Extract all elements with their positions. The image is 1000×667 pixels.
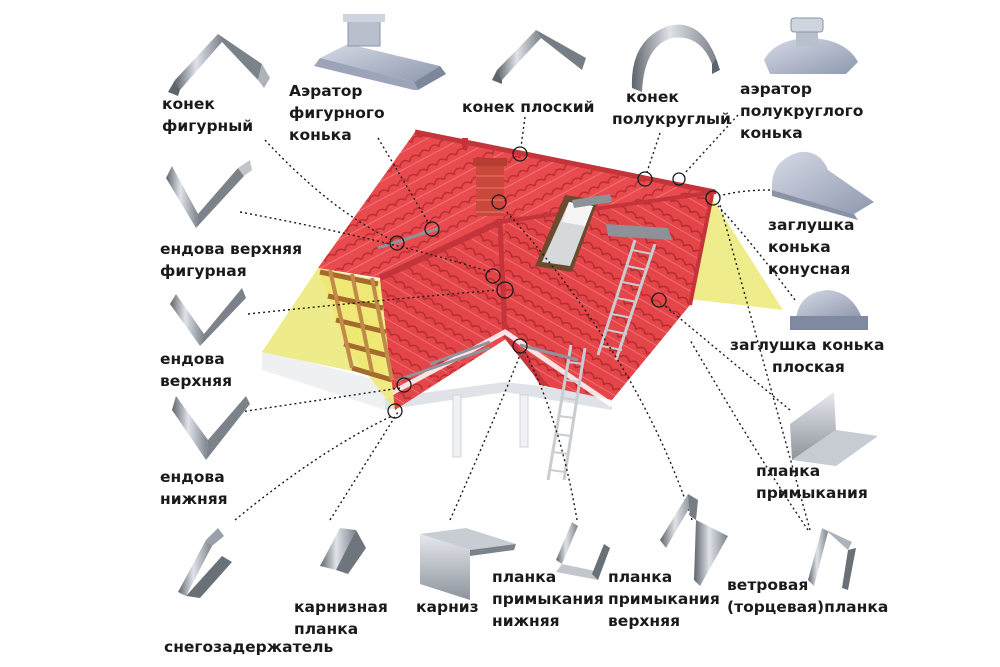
marker-endova-verh-fig: [485, 268, 501, 284]
label-planka-prim-nizhnyaya: планка примыкания нижняя: [492, 568, 604, 630]
planka-prim-verh-icon: [660, 494, 728, 586]
label-snegozaderzhatel: снегозадержатель: [164, 638, 334, 656]
planka-primykaniya-icon: [790, 392, 878, 466]
endova-nizhnyaya-icon: [172, 396, 250, 460]
roof-frame: [318, 268, 395, 410]
marker-aerator-polukrugly: [672, 172, 686, 186]
label-endova-verhnyaya-figurnaya: ендова верхняя фигурная: [160, 240, 303, 280]
konek-polukrugly-icon: [631, 24, 720, 93]
label-aerator-figurnogo: Аэратор фигурного конька: [289, 82, 385, 144]
vetrovaya-planka-icon: [808, 528, 856, 590]
skylight: [535, 195, 598, 272]
label-karniznaya-planka: карнизная планка: [294, 598, 388, 638]
roof-ladder: [546, 239, 657, 481]
label-zaglushka-konusnaya: заглушка конька конусная: [768, 216, 855, 278]
label-konek-figurny: конек фигурный: [162, 95, 254, 135]
marker-planka-prim-nizh: [512, 338, 528, 354]
leader-lines: [234, 114, 811, 531]
planka-prim-nizh-icon: [556, 522, 610, 580]
house-roof: [262, 129, 783, 481]
label-planka-primykaniya: планка примыкания: [756, 462, 868, 502]
marker-konek-polukrugly: [637, 171, 653, 187]
marker-planka-prim-verh: [491, 194, 507, 210]
label-endova-verhnyaya: ендова верхняя: [160, 350, 233, 390]
label-planka-prim-verhnyaya: планка примыкания верхняя: [608, 568, 720, 630]
karniz-icon: [420, 528, 516, 600]
marker-konek-ploskiy: [512, 146, 528, 162]
marker-zaglushka-konusnaya: [705, 190, 721, 206]
konek-figurny-icon: [168, 34, 270, 96]
marker-konek-figurny: [389, 235, 405, 251]
marker-circles: [387, 146, 721, 419]
konek-ploskiy-icon: [492, 30, 586, 84]
marker-zaglushka-ploskaya: [651, 292, 667, 308]
label-aerator-polukruglogo: аэратор полукруглого конька: [740, 80, 864, 142]
label-karniz: карниз: [416, 598, 479, 616]
label-zaglushka-ploskaya: заглушка конька плоская: [730, 336, 885, 376]
label-konek-ploskiy: конек плоский: [462, 98, 595, 116]
aerator-figurny-icon: [314, 14, 446, 90]
marker-aerator-figurny: [424, 221, 440, 237]
endova-verhnyaya-icon: [170, 288, 246, 346]
label-endova-nizhnyaya: ендова нижняя: [160, 468, 228, 508]
zaglushka-konusnaya-icon: [771, 151, 874, 220]
aerator-polukrugly-icon: [764, 17, 858, 74]
zaglushka-ploskaya-icon: [790, 290, 868, 330]
karniznaya-planka-icon: [320, 528, 366, 574]
endova-figurnaya-icon: [166, 160, 252, 228]
snegozaderzhatel-icon: [178, 528, 232, 598]
label-konek-polukrugly: конек полукруглый: [612, 88, 731, 128]
chimney: [462, 138, 507, 216]
marker-snegozaderzhatel: [396, 377, 412, 393]
label-vetrovaya-planka: ветровая (торцевая)планка: [727, 576, 889, 616]
